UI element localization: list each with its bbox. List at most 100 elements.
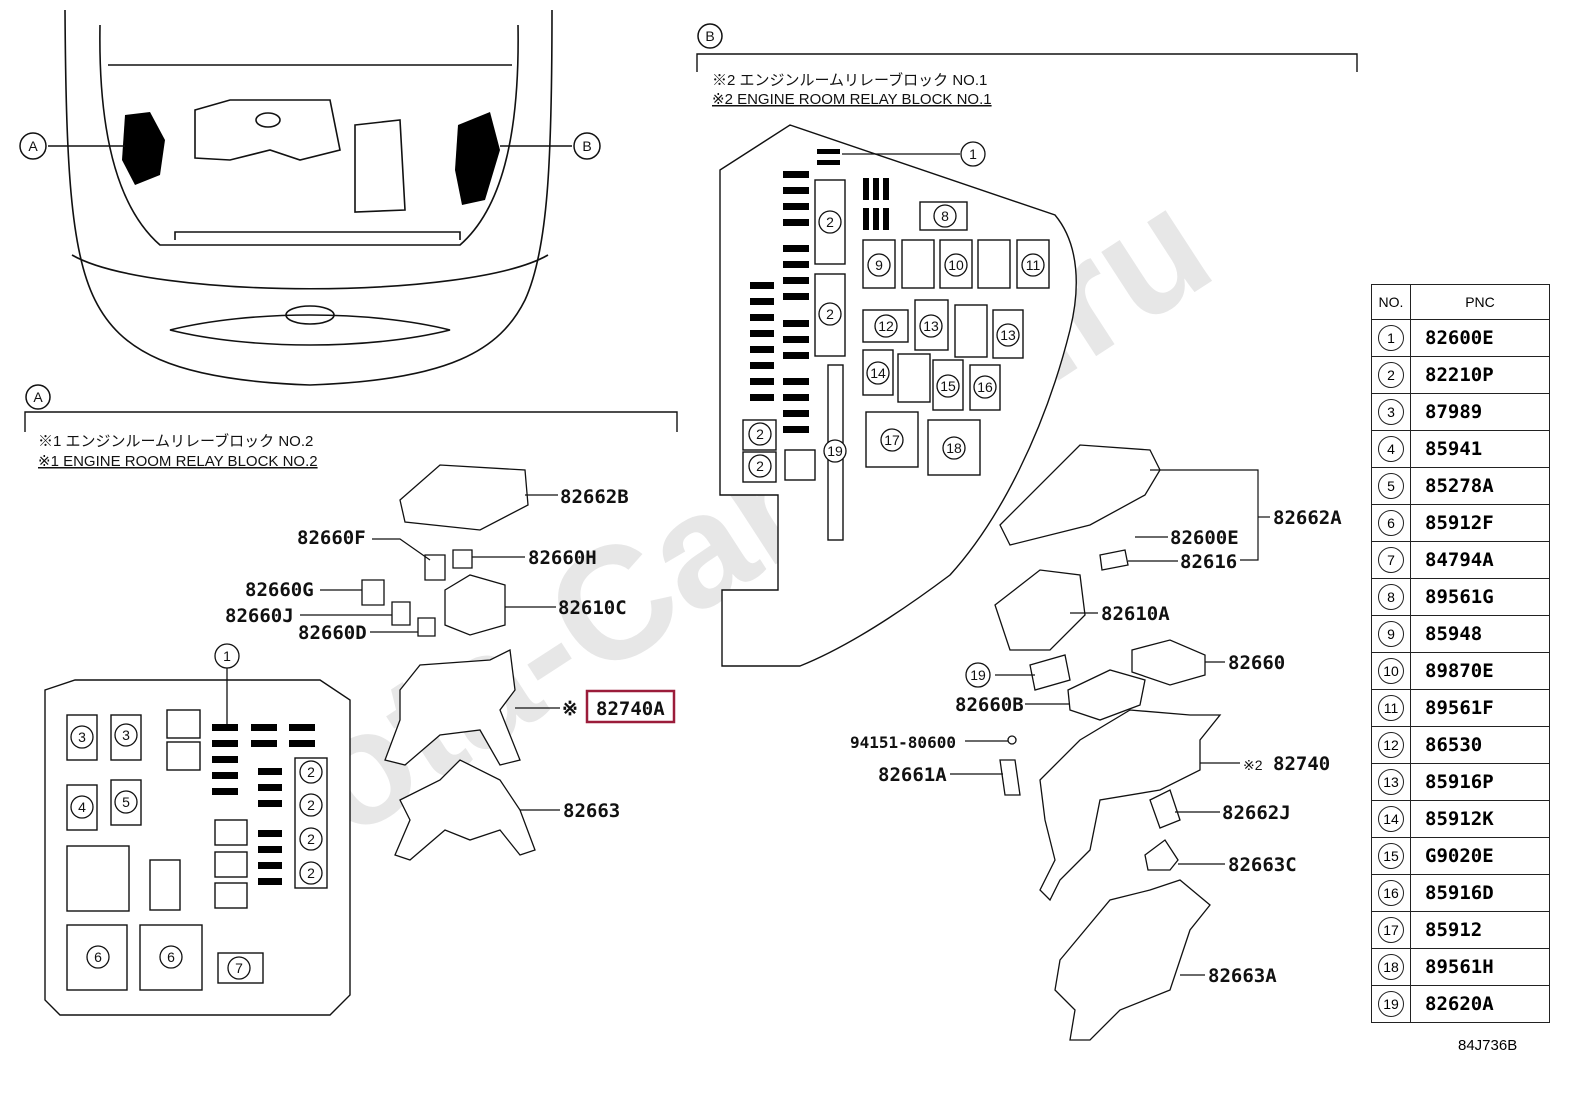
svg-text:2: 2: [307, 764, 315, 780]
highlighted-callout[interactable]: 82740A: [585, 689, 676, 724]
callout-82660: 82660: [1228, 652, 1285, 674]
row-number: 13: [1371, 763, 1411, 801]
row-pnc[interactable]: 85912K: [1410, 800, 1550, 838]
callouts-a: 82662B 82660F 82660H 82660G 82660J 82610…: [225, 486, 629, 822]
row-number: 17: [1371, 911, 1411, 949]
callout-94151-80600: 94151-80600: [850, 733, 956, 752]
svg-text:2: 2: [826, 214, 834, 230]
row-number: 16: [1371, 874, 1411, 912]
svg-text:3: 3: [78, 729, 86, 745]
row-number: 10: [1371, 652, 1411, 690]
section-a-header: A ※1 エンジンルームリレーブロック NO.2 ※1 ENGINE ROOM …: [24, 384, 678, 470]
svg-text:19: 19: [827, 443, 843, 459]
svg-text:11: 11: [1026, 257, 1041, 273]
row-number-circle: 12: [1378, 732, 1404, 758]
callout-82663A: 82663A: [1208, 965, 1277, 987]
svg-text:9: 9: [875, 257, 883, 273]
section-b-header: B ※2 エンジンルームリレーブロック NO.1 ※2 ENGINE ROOM …: [696, 23, 1358, 108]
note-mark-2: ※2: [1243, 757, 1263, 773]
row-pnc[interactable]: 82600E: [1410, 319, 1550, 357]
header-pnc: PNC: [1410, 284, 1550, 320]
row-pnc[interactable]: 85948: [1410, 615, 1550, 653]
svg-text:13: 13: [1000, 327, 1016, 343]
row-number-circle: 7: [1378, 547, 1404, 573]
section-a-title-jp: ※1 エンジンルームリレーブロック NO.2: [38, 432, 313, 450]
callout-82660G: 82660G: [245, 579, 314, 601]
callout-82600E: 82600E: [1170, 527, 1239, 549]
row-pnc[interactable]: G9020E: [1410, 837, 1550, 875]
row-pnc[interactable]: 85916D: [1410, 874, 1550, 912]
row-number-circle: 17: [1378, 917, 1404, 943]
leader-lines-b: [950, 469, 1270, 976]
row-number-circle: 15: [1378, 843, 1404, 869]
svg-text:6: 6: [167, 949, 175, 965]
row-pnc[interactable]: 84794A: [1410, 541, 1550, 579]
row-pnc[interactable]: 85941: [1410, 430, 1550, 468]
callout-82663: 82663: [563, 800, 620, 822]
row-pnc[interactable]: 89561F: [1410, 689, 1550, 727]
callout-82740: 82740: [1273, 753, 1330, 775]
row-pnc[interactable]: 89561G: [1410, 578, 1550, 616]
ref-numbers-b: 1 2 2 2 2 8 9 10 11 12 13 13 14 15 16 17…: [748, 141, 1045, 688]
callout-82610C: 82610C: [558, 597, 627, 619]
row-number: 8: [1371, 578, 1411, 616]
row-number: 2: [1371, 356, 1411, 394]
callout-82662A: 82662A: [1273, 507, 1342, 529]
svg-text:15: 15: [940, 378, 956, 394]
svg-text:13: 13: [923, 318, 939, 334]
callout-82660B: 82660B: [955, 694, 1024, 716]
row-pnc[interactable]: 82210P: [1410, 356, 1550, 394]
svg-text:A: A: [33, 389, 43, 405]
svg-text:2: 2: [307, 831, 315, 847]
svg-text:2: 2: [756, 458, 764, 474]
svg-text:7: 7: [235, 960, 243, 976]
note-mark: ※: [562, 698, 578, 720]
row-number: 11: [1371, 689, 1411, 727]
svg-text:17: 17: [884, 432, 900, 448]
row-pnc[interactable]: 89561H: [1410, 948, 1550, 986]
callout-82660F: 82660F: [297, 527, 366, 549]
section-a-title-en: ※1 ENGINE ROOM RELAY BLOCK NO.2: [38, 453, 318, 470]
row-pnc[interactable]: 85916P: [1410, 763, 1550, 801]
row-number-circle: 14: [1378, 806, 1404, 832]
svg-text:14: 14: [870, 365, 886, 381]
row-pnc[interactable]: 87989: [1410, 393, 1550, 431]
row-pnc[interactable]: 85912F: [1410, 504, 1550, 542]
row-pnc[interactable]: 85912: [1410, 911, 1550, 949]
row-pnc[interactable]: 89870E: [1410, 652, 1550, 690]
row-pnc[interactable]: 86530: [1410, 726, 1550, 764]
callouts-b: 82662A 82600E 82616 82610A 82660 82660B …: [850, 507, 1342, 987]
section-b-title-en: ※2 ENGINE ROOM RELAY BLOCK NO.1: [712, 91, 992, 108]
row-number: 12: [1371, 726, 1411, 764]
svg-text:10: 10: [948, 257, 964, 273]
relay-block-b-layout: [719, 124, 1077, 667]
row-number-circle: 9: [1378, 621, 1404, 647]
row-number: 3: [1371, 393, 1411, 431]
row-pnc[interactable]: 85278A: [1410, 467, 1550, 505]
svg-text:B: B: [582, 138, 591, 154]
svg-text:A: A: [28, 138, 38, 154]
row-pnc[interactable]: 82620A: [1410, 985, 1550, 1023]
svg-text:19: 19: [970, 667, 986, 683]
callout-82616: 82616: [1180, 551, 1237, 573]
